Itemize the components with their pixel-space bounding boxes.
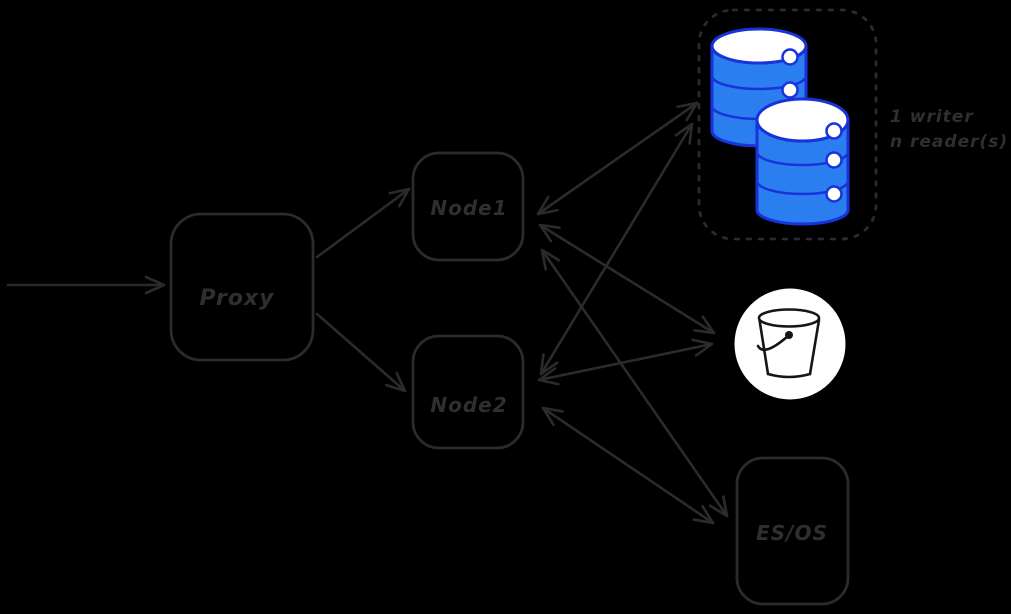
arrow-proxy-to-node1: [315, 187, 411, 259]
arrow-proxy-to-node2: [315, 312, 407, 393]
esos-box: [735, 456, 850, 606]
arrow-node1-database: [536, 101, 699, 216]
node2-box: [411, 334, 525, 450]
node2-label: Node2: [430, 393, 507, 417]
database-cluster: [697, 8, 878, 241]
proxy-label: Proxy: [200, 286, 276, 311]
bucket-circle: [734, 288, 846, 400]
db-annotation-line1: 1 writer: [890, 107, 974, 127]
arrow-node1-bucket: [538, 223, 716, 335]
arrow-node1-esos: [540, 248, 729, 518]
arrow-node2-esos: [541, 406, 715, 525]
arrow-node2-bucket: [537, 338, 714, 386]
database-icon-front: [755, 97, 850, 226]
node1-box: [411, 151, 525, 262]
node1-label: Node1: [430, 196, 507, 220]
proxy-box: [169, 212, 315, 362]
bucket-handle-knob: [785, 331, 793, 339]
db-annotation-line2: n reader(s): [890, 132, 1008, 152]
bucket-icon: [734, 288, 846, 400]
database-cluster-border: [697, 8, 878, 241]
esos-label: ES/OS: [756, 521, 828, 545]
arrow-node2-database: [539, 122, 694, 376]
